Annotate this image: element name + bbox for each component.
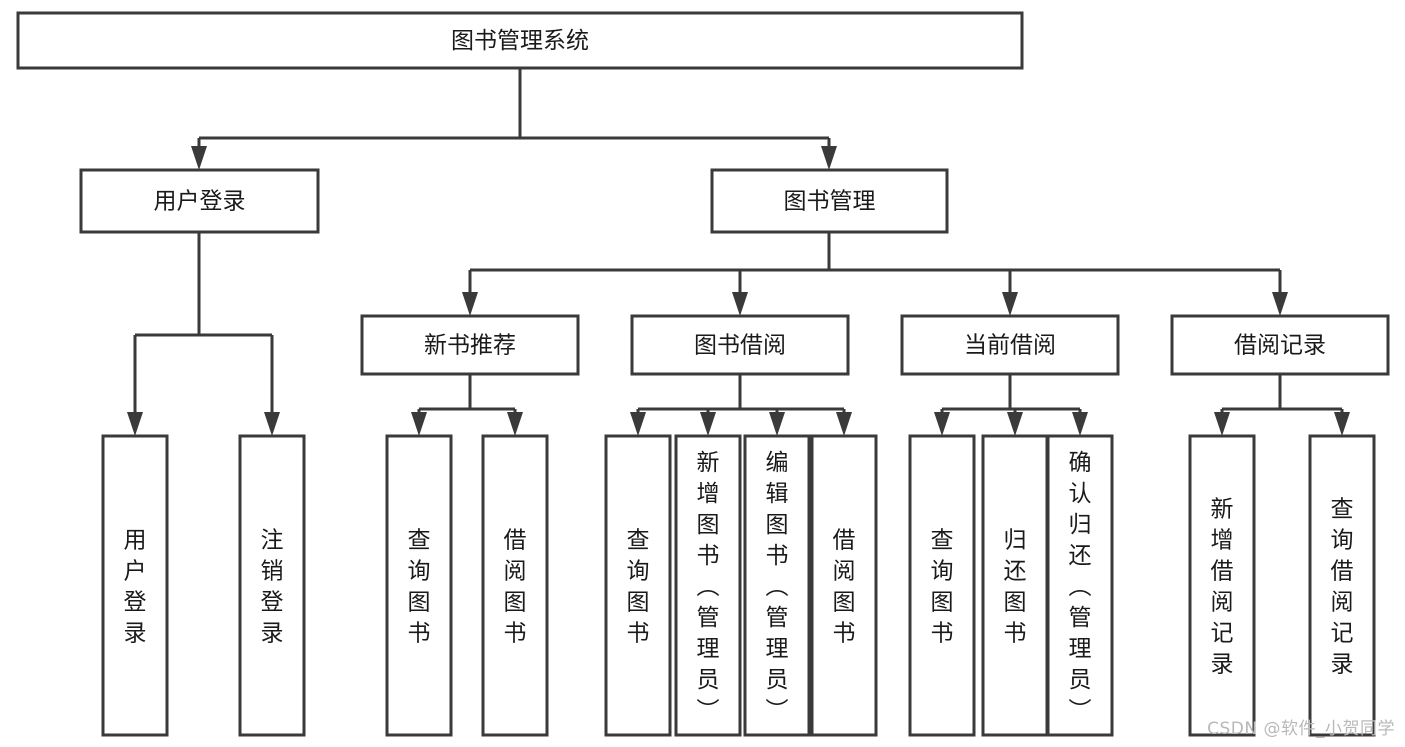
csdn-watermark: CSDN @软件_小贺同学 (1207, 719, 1395, 739)
leaf-node-leaf-borrow-book-1-label: 借阅图书 (504, 528, 527, 647)
leaf-node-leaf-user-login[interactable]: 用户登录 (101, 434, 169, 737)
leaf-node-leaf-user-logout[interactable]: 注销登录 (238, 434, 306, 737)
leaf-node-leaf-borrow-book-2[interactable]: 借阅图书 (810, 434, 878, 737)
leaf-node-leaf-query-record-box[interactable] (1308, 434, 1376, 737)
level3-node-new-book-rec[interactable]: 新书推荐 (360, 314, 580, 376)
leaf-node-leaf-query-record[interactable]: 查询借阅记录 (1308, 434, 1376, 737)
level3-node-new-book-rec-box[interactable] (360, 314, 580, 376)
leaf-node-leaf-borrow-book-1-box[interactable] (481, 434, 549, 737)
level3-node-current-borrow[interactable]: 当前借阅 (900, 314, 1120, 376)
leaf-node-leaf-query-book-1-label: 查询图书 (408, 528, 431, 647)
root-node-box[interactable] (16, 11, 1024, 70)
leaf-node-leaf-user-login-label: 用户登录 (124, 528, 147, 647)
level2-node-user-login[interactable]: 用户登录 (79, 168, 320, 234)
leaf-node-leaf-add-book-label: 新增图书︵管理员︶ (697, 450, 720, 724)
leaf-node-leaf-query-book-3-label: 查询图书 (931, 528, 954, 647)
node-layer: 图书管理系统用户登录图书管理新书推荐图书借阅当前借阅借阅记录用户登录注销登录查询… (16, 11, 1390, 737)
arrow-head-icon (191, 146, 207, 170)
level3-node-borrow-record-label: 借阅记录 (1234, 333, 1326, 359)
arrow-head-icon (1007, 412, 1023, 436)
leaf-node-leaf-user-logout-box[interactable] (238, 434, 306, 737)
arrow-head-icon (1072, 412, 1088, 436)
arrow-head-icon (821, 146, 837, 170)
root-node[interactable]: 图书管理系统 (16, 11, 1024, 70)
arrow-head-icon (127, 412, 143, 436)
arrow-head-icon (1334, 412, 1350, 436)
leaf-node-leaf-add-book-box[interactable] (674, 434, 742, 737)
level3-node-current-borrow-label: 当前借阅 (964, 333, 1056, 359)
arrow-head-icon (836, 412, 852, 436)
connector-layer (127, 68, 1350, 436)
leaf-node-leaf-add-record-label: 新增借阅记录 (1211, 497, 1234, 678)
arrow-head-icon (462, 292, 478, 316)
leaf-node-leaf-query-book-1-box[interactable] (385, 434, 453, 737)
level2-node-book-manage-box[interactable] (710, 168, 949, 234)
leaf-node-leaf-confirm-return[interactable]: 确认归还︵管理员︶ (1046, 434, 1114, 737)
leaf-node-leaf-add-book[interactable]: 新增图书︵管理员︶ (674, 434, 742, 737)
level3-node-borrow-record-box[interactable] (1170, 314, 1390, 376)
leaf-node-leaf-borrow-book-2-label: 借阅图书 (833, 528, 856, 647)
arrow-head-icon (700, 412, 716, 436)
leaf-node-leaf-add-record-box[interactable] (1188, 434, 1256, 737)
arrow-head-icon (630, 412, 646, 436)
arrow-head-icon (411, 412, 427, 436)
arrow-head-icon (1272, 292, 1288, 316)
leaf-node-leaf-confirm-return-box[interactable] (1046, 434, 1114, 737)
leaf-node-leaf-query-book-1[interactable]: 查询图书 (385, 434, 453, 737)
leaf-node-leaf-borrow-book-1[interactable]: 借阅图书 (481, 434, 549, 737)
arrow-head-icon (1002, 292, 1018, 316)
level3-node-book-borrow-box[interactable] (630, 314, 850, 376)
leaf-node-leaf-query-book-2-label: 查询图书 (627, 528, 650, 647)
leaf-node-leaf-query-book-2[interactable]: 查询图书 (604, 434, 672, 737)
leaf-node-leaf-user-logout-label: 注销登录 (261, 528, 284, 647)
leaf-node-leaf-query-book-3-box[interactable] (908, 434, 976, 737)
leaf-node-leaf-confirm-return-label: 确认归还︵管理员︶ (1069, 450, 1092, 724)
arrow-head-icon (769, 412, 785, 436)
level2-node-user-login-label: 用户登录 (154, 189, 246, 215)
arrow-head-icon (507, 412, 523, 436)
root-node-label: 图书管理系统 (451, 28, 589, 54)
arrow-head-icon (934, 412, 950, 436)
leaf-node-leaf-edit-book-box[interactable] (743, 434, 811, 737)
level3-node-book-borrow[interactable]: 图书借阅 (630, 314, 850, 376)
arrow-head-icon (264, 412, 280, 436)
level3-node-borrow-record[interactable]: 借阅记录 (1170, 314, 1390, 376)
leaf-node-leaf-return-book-box[interactable] (981, 434, 1049, 737)
leaf-node-leaf-return-book-label: 归还图书 (1004, 528, 1027, 647)
leaf-node-leaf-query-book-2-box[interactable] (604, 434, 672, 737)
level3-node-new-book-rec-label: 新书推荐 (424, 333, 516, 359)
arrow-head-icon (1214, 412, 1230, 436)
level2-node-book-manage-label: 图书管理 (784, 189, 876, 215)
leaf-node-leaf-return-book[interactable]: 归还图书 (981, 434, 1049, 737)
leaf-node-leaf-edit-book[interactable]: 编辑图书︵管理员︶ (743, 434, 811, 737)
leaf-node-leaf-query-book-3[interactable]: 查询图书 (908, 434, 976, 737)
level2-node-user-login-box[interactable] (79, 168, 320, 234)
leaf-node-leaf-borrow-book-2-box[interactable] (810, 434, 878, 737)
leaf-node-leaf-query-record-label: 查询借阅记录 (1331, 497, 1354, 678)
arrow-head-icon (732, 292, 748, 316)
level3-node-book-borrow-label: 图书借阅 (694, 333, 786, 359)
level3-node-current-borrow-box[interactable] (900, 314, 1120, 376)
leaf-node-leaf-user-login-box[interactable] (101, 434, 169, 737)
leaf-node-leaf-add-record[interactable]: 新增借阅记录 (1188, 434, 1256, 737)
level2-node-book-manage[interactable]: 图书管理 (710, 168, 949, 234)
leaf-node-leaf-edit-book-label: 编辑图书︵管理员︶ (766, 450, 789, 724)
